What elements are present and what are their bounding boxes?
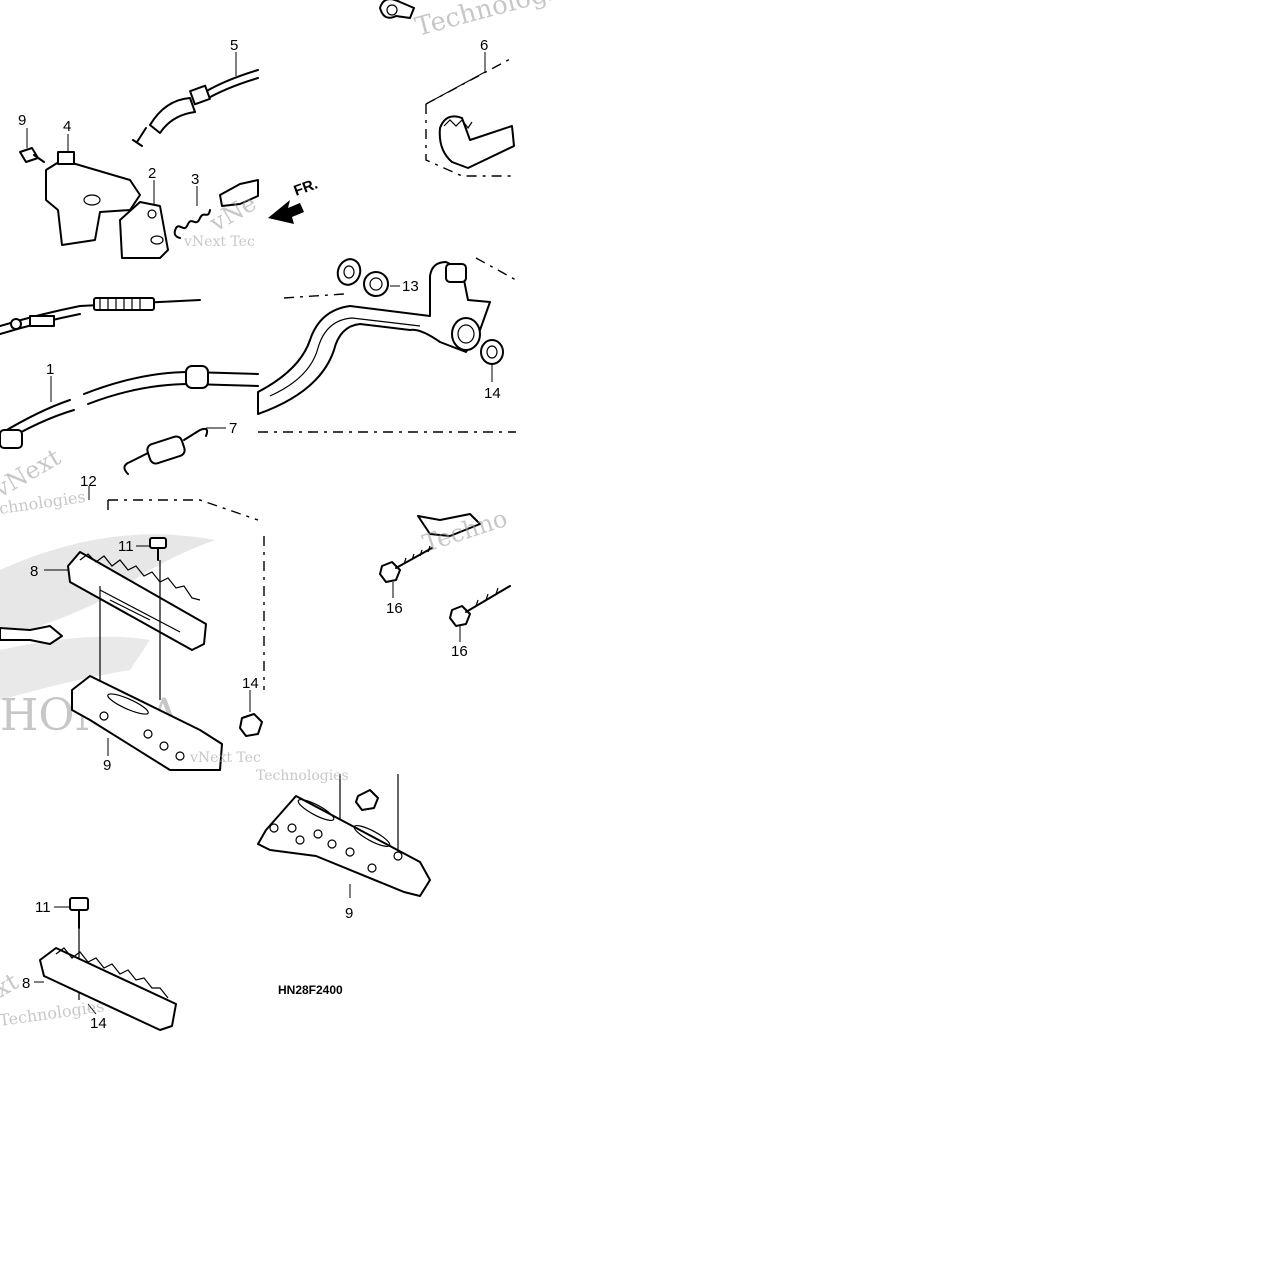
- bolt-16-upper: [379, 545, 433, 583]
- tile-top-right: [379, 0, 515, 177]
- callout-8a: 8: [30, 563, 38, 580]
- callout-labels: 5 6 9 4 2 3 13 1 14 7 12 11 8 16 16 14 9…: [18, 37, 501, 1032]
- watermark-2: vNext Tec: [183, 234, 255, 250]
- footpeg-6: [438, 115, 515, 169]
- cable-5-end: [189, 84, 211, 106]
- nut-14-upper: [239, 713, 263, 737]
- footpeg-8: [67, 551, 207, 651]
- callout-1: 1: [46, 361, 54, 378]
- callout-8b: 8: [22, 975, 30, 992]
- callout-9b: 9: [345, 905, 353, 922]
- callout-11b: 11: [35, 899, 51, 916]
- bushing-13-lower: [480, 339, 504, 365]
- callout-16b: 16: [451, 643, 468, 660]
- diagram-code: HN28F2400: [278, 983, 343, 997]
- pedal-pivot: [451, 317, 481, 351]
- washer-15: [336, 258, 362, 286]
- watermark-5: Techno: [419, 504, 511, 558]
- bolt-16-lower: [449, 585, 511, 627]
- tile-bottom-right: [257, 774, 431, 898]
- watermark-8: xt: [0, 967, 23, 1003]
- spring-7-body: [146, 435, 186, 465]
- spring-7: [123, 451, 151, 475]
- callout-2: 2: [148, 165, 156, 182]
- watermark-4: Technologies: [256, 768, 349, 784]
- footpeg-8-lower: [39, 947, 177, 1031]
- svg-text:FR.: FR.: [292, 176, 321, 200]
- tile-lower-right: [379, 513, 511, 642]
- callout-9a: 9: [103, 757, 111, 774]
- bracket-9-right: [257, 795, 431, 897]
- callout-7: 7: [229, 420, 237, 437]
- nut-14-lower: [355, 789, 379, 811]
- callout-14a: 14: [242, 675, 259, 692]
- watermark-6: vNext Tec: [189, 750, 261, 766]
- cable-1: [0, 371, 259, 435]
- callout-10: 9: [18, 112, 26, 129]
- tile-mid-right: [257, 257, 517, 433]
- callout-5: 5: [230, 37, 238, 54]
- tile-mid-left: [0, 297, 259, 521]
- callout-11a: 11: [118, 538, 134, 555]
- spring-3: [175, 209, 211, 230]
- callout-4: 4: [63, 118, 71, 135]
- bracket-4: [45, 159, 141, 246]
- tile-lower-left: [0, 500, 265, 771]
- callout-13a: 13: [402, 278, 419, 295]
- callout-16a: 16: [386, 600, 403, 617]
- bushing-13-upper: [363, 271, 389, 297]
- bracket-9-left: [71, 675, 223, 771]
- callout-12: 12: [80, 473, 97, 490]
- cable-upper: [0, 299, 201, 327]
- callout-13b: 14: [484, 385, 501, 402]
- front-direction-arrow: FR.: [268, 176, 320, 224]
- callout-6: 6: [480, 37, 488, 54]
- tile-top-left: FR.: [19, 52, 320, 259]
- callout-14b: 14: [90, 1015, 107, 1032]
- bolt-11-lower: [69, 897, 89, 929]
- cable-5: [204, 69, 259, 93]
- callout-3: 3: [191, 171, 199, 188]
- bolt-11-upper: [149, 537, 167, 561]
- watermark-1: Technologies: [412, 0, 586, 43]
- tile-bottom-left: [34, 897, 177, 1031]
